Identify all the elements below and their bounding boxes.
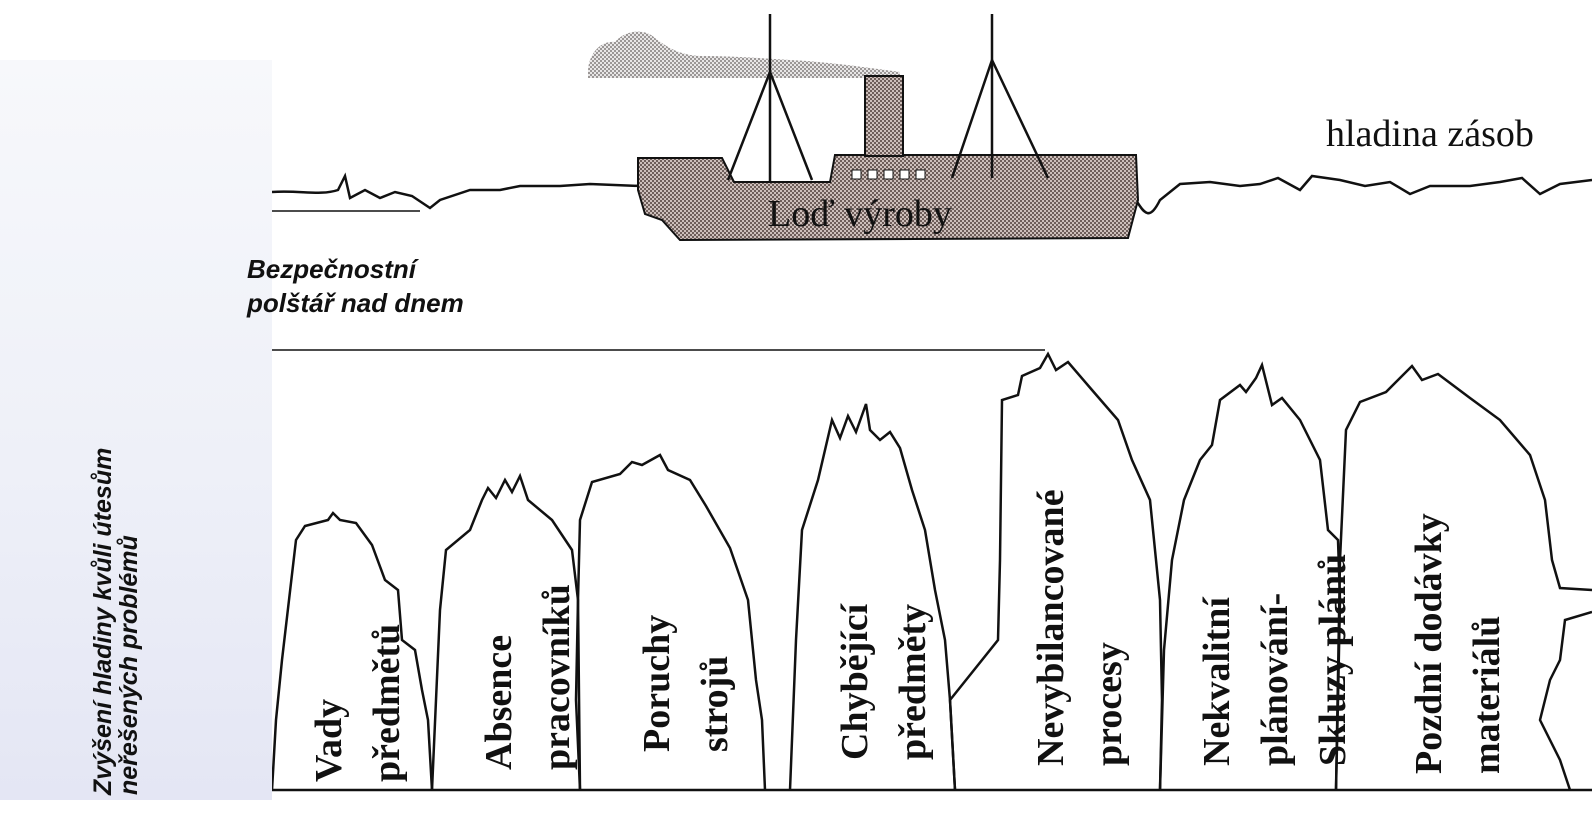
raised-level-line1: Zvýšení hladiny kvůli útesům: [90, 448, 116, 795]
rock-label-3: Poruchy strojů: [628, 615, 744, 752]
ship-funnel: [865, 76, 903, 156]
water-surface-line-right: [1136, 176, 1592, 213]
rock-label-1: Vady předmětů: [300, 624, 416, 782]
rock-label-6-line1: Nekvalitní: [1188, 554, 1246, 766]
rock-label-5: Nevybilancované procesy: [1022, 489, 1138, 766]
rock-label-7: Pozdní dodávky materiálů: [1400, 513, 1516, 774]
raised-level-label: Zvýšení hladiny kvůli útesům neřešených …: [90, 448, 142, 795]
rock-label-2-line1: Absence: [470, 584, 528, 770]
rock-label-2: Absence pracovníků: [470, 584, 586, 770]
rock-label-1-line1: Vady: [300, 624, 358, 782]
smoke: [588, 32, 900, 78]
water-surface-line: [272, 176, 640, 208]
rock-label-6-line2: plánování-: [1246, 554, 1304, 766]
rock-label-3-line1: Poruchy: [628, 615, 686, 752]
rock-label-1-line2: předmětů: [358, 624, 416, 782]
rock-label-2-line2: pracovníků: [528, 584, 586, 770]
rock-label-6-line3: Skluzy plánů: [1304, 554, 1362, 766]
rock-label-5-line2: procesy: [1080, 489, 1138, 766]
rock-8: [1540, 612, 1592, 790]
safety-cushion-line2: polštář nad dnem: [247, 286, 464, 320]
safety-cushion-label: Bezpečnostní polštář nad dnem: [247, 252, 464, 320]
water-level-label: hladina zásob: [1326, 112, 1534, 156]
rock-label-4-line1: Chybějící: [826, 604, 884, 760]
rock-label-7-line1: Pozdní dodávky: [1400, 513, 1458, 774]
rock-label-6: Nekvalitní plánování- Skluzy plánů: [1188, 554, 1362, 766]
rock-label-4: Chybějící předměty: [826, 604, 942, 760]
rock-label-3-line2: strojů: [686, 615, 744, 752]
rock-label-4-line2: předměty: [884, 604, 942, 760]
rock-label-7-line2: materiálů: [1458, 513, 1516, 774]
ship-label: Loď výroby: [768, 192, 952, 236]
rock-label-5-line1: Nevybilancované: [1022, 489, 1080, 766]
safety-cushion-line1: Bezpečnostní: [247, 252, 464, 286]
raised-level-line2: neřešených problémů: [116, 448, 142, 795]
